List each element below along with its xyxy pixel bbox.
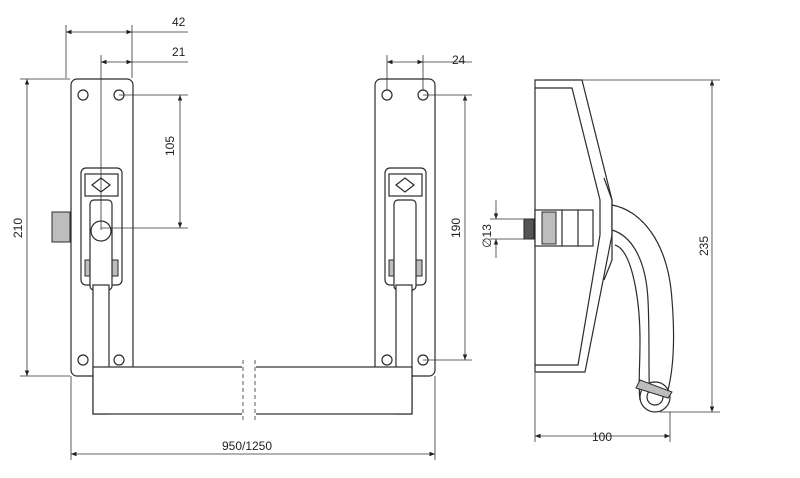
dim-label-100: 100 — [592, 430, 612, 444]
left-plate-holes — [77, 89, 125, 366]
connecting-bar — [92, 360, 413, 420]
dim-950-1250 — [70, 376, 436, 460]
dim-100 — [534, 373, 671, 442]
dim-105 — [101, 94, 188, 229]
dim-21 — [100, 55, 188, 230]
dim-label-13: ∅13 — [480, 224, 494, 248]
left-lock-case — [80, 167, 123, 291]
dim-42 — [65, 25, 188, 78]
right-lock-case — [384, 167, 427, 291]
dim-label-21: 21 — [172, 45, 186, 59]
dim-210 — [20, 78, 70, 377]
dim-190 — [423, 94, 472, 361]
dim-label-950-1250: 950/1250 — [222, 439, 272, 453]
dim-label-235: 235 — [697, 236, 711, 256]
dim-label-210: 210 — [11, 218, 25, 238]
dim-label-24: 24 — [452, 53, 466, 67]
dim-label-42: 42 — [172, 15, 186, 29]
dim-13 — [490, 200, 530, 258]
left-lock-block — [51, 211, 71, 243]
dim-label-105: 105 — [163, 136, 177, 156]
side-view-lever-handle — [611, 204, 675, 413]
dim-24 — [386, 55, 472, 90]
dim-label-190: 190 — [449, 218, 463, 238]
dim-235 — [582, 79, 720, 413]
side-view-spindle — [523, 209, 594, 247]
